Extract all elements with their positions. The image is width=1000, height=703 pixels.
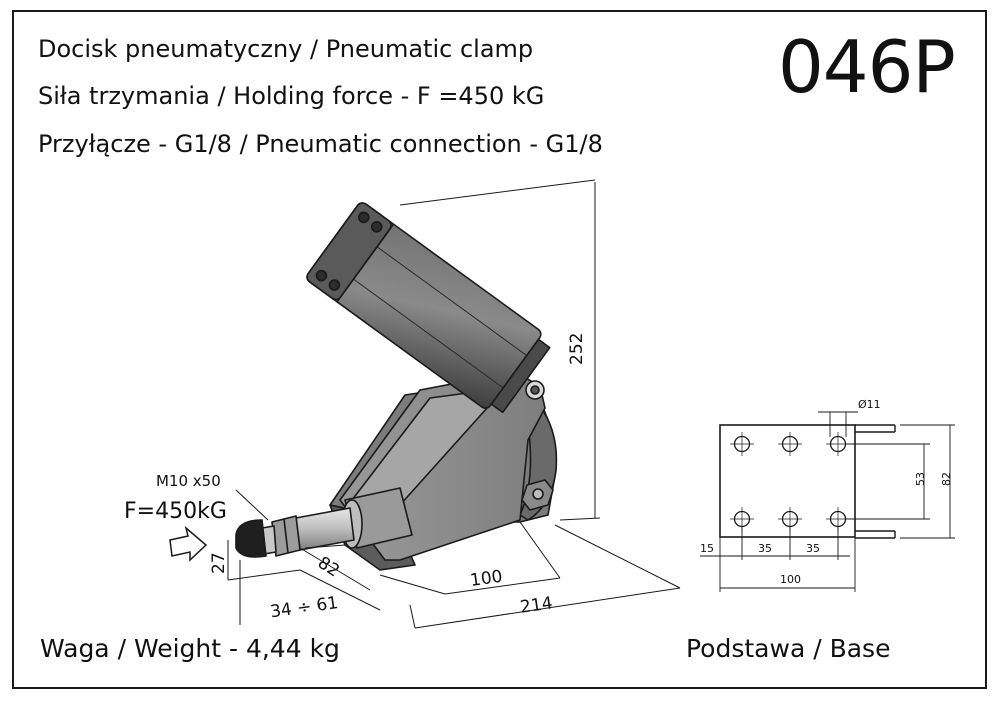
weight-label: Waga / Weight - 4,44 kg	[40, 634, 340, 663]
title-line-clamp: Docisk pneumatyczny / Pneumatic clamp	[38, 35, 534, 63]
dim-base-length-label: 100	[469, 567, 504, 591]
bolt-hole-icon	[730, 432, 850, 531]
screw-label: M10 x50	[156, 472, 221, 490]
margin-dim-label: 15	[700, 542, 714, 555]
drawing-frame	[12, 10, 987, 689]
dim-pad-height-label: 27	[209, 552, 229, 574]
dim-total-length-label: 214	[519, 593, 554, 617]
base-title: Podstawa / Base	[686, 634, 891, 663]
dim-depth-label: 82	[314, 553, 343, 582]
dim-stroke-label: 34 ÷ 61	[269, 593, 339, 622]
base-plate	[719, 424, 896, 539]
base-depth-dim-label: 82	[940, 472, 953, 486]
arrow-right-icon	[169, 525, 208, 562]
width-dim-label: 100	[780, 573, 801, 586]
force-label: F=450kG	[124, 499, 227, 524]
hole-diameter-label: Ø11	[858, 398, 881, 411]
piston-rod	[235, 487, 413, 558]
pitch-dim-label-2: 35	[806, 542, 820, 555]
title-line-connection: Przyłącze - G1/8 / Pneumatic connection …	[38, 130, 603, 158]
base-plate-dimensions	[700, 411, 955, 592]
row-spacing-dim-label: 53	[914, 472, 927, 486]
dimension-lines	[227, 179, 681, 629]
model-code: 046P	[778, 25, 956, 109]
pneumatic-cylinder	[306, 202, 551, 414]
title-line-holding-force: Siła trzymania / Holding force - F =450 …	[38, 82, 545, 110]
pitch-dim-label-1: 35	[758, 542, 772, 555]
dim-height-label: 252	[567, 333, 587, 365]
